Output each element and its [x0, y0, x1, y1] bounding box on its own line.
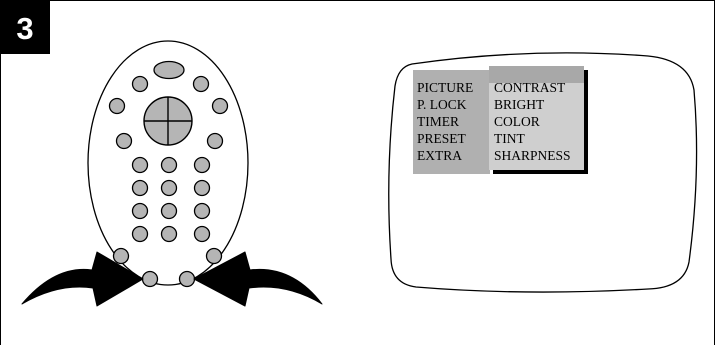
remote-button-mid-left[interactable]	[108, 97, 126, 115]
tv-screen: PICTURE P. LOCK TIMER PRESET EXTRA CONTR…	[388, 52, 698, 293]
submenu-item-tint: TINT	[494, 131, 525, 146]
remote-button-upper-right[interactable]	[192, 75, 210, 93]
remote-number-key[interactable]	[160, 225, 178, 243]
remote-highlighted-button-left[interactable]	[141, 270, 159, 288]
remote-number-key[interactable]	[193, 202, 211, 220]
arrow-left-pointing-icon	[193, 251, 323, 307]
menu-item-extra: EXTRA	[417, 148, 462, 163]
remote-button-mid-right[interactable]	[211, 97, 229, 115]
remote-number-key[interactable]	[131, 225, 149, 243]
submenu-item-contrast: CONTRAST	[494, 80, 566, 95]
tv-onscreen-menu: PICTURE P. LOCK TIMER PRESET EXTRA CONTR…	[413, 66, 588, 174]
arrow-right-pointing-icon	[21, 251, 144, 307]
step-number: 3	[16, 11, 33, 46]
step-badge: 3	[1, 1, 50, 54]
submenu-item-color: COLOR	[494, 114, 540, 129]
remote-number-key[interactable]	[131, 156, 149, 174]
pointing-arrows	[21, 251, 323, 307]
step-badge-background	[1, 1, 50, 54]
menu-item-picture: PICTURE	[417, 80, 473, 95]
remote-number-key[interactable]	[160, 179, 178, 197]
remote-button-bottom-right[interactable]	[205, 247, 223, 265]
remote-control	[87, 40, 249, 288]
remote-number-key[interactable]	[193, 156, 211, 174]
remote-number-key[interactable]	[131, 179, 149, 197]
submenu-item-bright: BRIGHT	[494, 97, 545, 112]
remote-top-oval-button[interactable]	[153, 60, 185, 80]
remote-number-key[interactable]	[160, 156, 178, 174]
menu-item-timer: TIMER	[417, 114, 459, 129]
remote-direction-pad[interactable]	[143, 96, 193, 146]
remote-number-key[interactable]	[193, 225, 211, 243]
remote-number-key[interactable]	[160, 202, 178, 220]
submenu-panel	[489, 66, 584, 170]
remote-button-lower-right[interactable]	[206, 132, 224, 150]
remote-button-upper-left[interactable]	[131, 75, 149, 93]
remote-button-bottom-left[interactable]	[112, 247, 130, 265]
remote-number-key[interactable]	[193, 179, 211, 197]
main-menu-panel	[413, 70, 490, 174]
remote-button-lower-left[interactable]	[115, 132, 133, 150]
menu-item-p-lock: P. LOCK	[417, 97, 467, 112]
remote-numeric-keypad	[131, 156, 211, 243]
remote-number-key[interactable]	[131, 202, 149, 220]
submenu-item-sharpness: SHARPNESS	[494, 148, 571, 163]
menu-item-preset: PRESET	[417, 131, 467, 146]
remote-highlighted-button-right[interactable]	[178, 270, 196, 288]
submenu-selected-row	[489, 66, 584, 83]
